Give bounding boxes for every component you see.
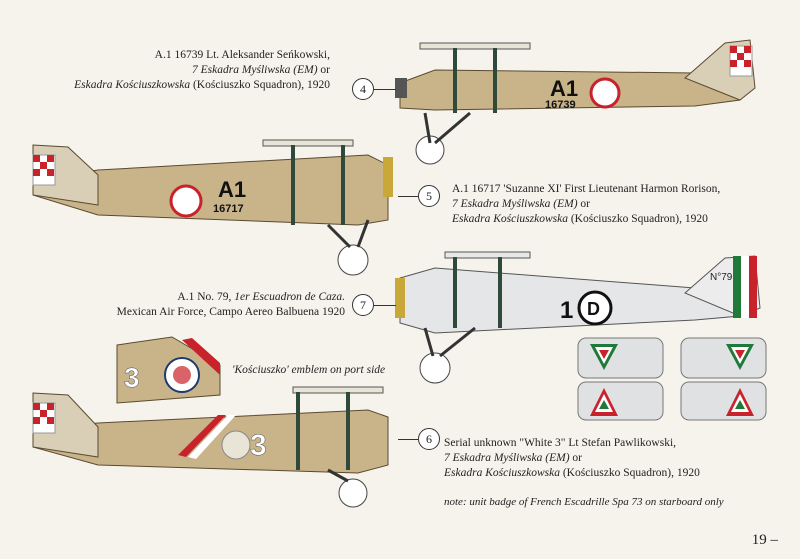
caption-6: Serial unknown "White 3" Lt Stefan Pawli… [444, 436, 784, 481]
aircraft-profile-6: 3 [32, 386, 389, 508]
profile-number-7: 7 [352, 294, 374, 316]
caption-5-line2: 7 Eskadra Myśliwska (EM) [452, 198, 578, 210]
aircraft-profile-5: A1 16717 [32, 139, 393, 276]
caption-7-line1a: A.1 No. 79, [177, 291, 235, 303]
panel-num: 3 [124, 362, 140, 393]
p7-disc: D [587, 299, 600, 319]
note: note: unit badge of French Escadrille Sp… [444, 496, 724, 508]
caption-4-line2b: or [317, 64, 330, 76]
wing-planform [577, 337, 767, 421]
page-number: 19 – [751, 532, 778, 548]
caption-6-line3b: (Kościuszko Squadron), 1920 [559, 467, 700, 479]
emblem-caption: 'Kościuszko' emblem on port side [232, 364, 386, 376]
caption-6-line3: Eskadra Kościuszkowska [444, 467, 560, 479]
caption-5-line1: A.1 16717 'Suzanne XI' First Lieutenant … [452, 183, 721, 195]
caption-5-line3b: (Kościuszko Squadron), 1920 [567, 213, 708, 225]
p7-tail: N°79 [710, 272, 733, 283]
caption-6-line2b: or [569, 452, 582, 464]
aircraft-profile-7: N°79 1 D [395, 251, 761, 384]
p5-serial: 16717 [213, 203, 244, 215]
p4-serial: 16739 [545, 99, 576, 111]
p5-code: A1 [218, 177, 246, 202]
caption-5-line3: Eskadra Kościuszkowska [452, 213, 568, 225]
caption-4: A.1 16739 Lt. Aleksander Seńkowski, 7 Es… [0, 48, 330, 93]
aircraft-profile-4: A1 16739 [395, 39, 756, 165]
caption-4-line1: A.1 16739 Lt. Aleksander Seńkowski, [154, 49, 330, 61]
caption-6-line1: Serial unknown "White 3" Lt Stefan Pawli… [444, 437, 677, 449]
caption-6-line2: 7 Eskadra Myśliwska (EM) [444, 452, 570, 464]
caption-7: A.1 No. 79, 1er Escuadron de Caza. Mexic… [15, 290, 345, 320]
caption-4-line3b: (Kościuszko Squadron), 1920 [190, 79, 330, 91]
p7-num: 1 [560, 297, 573, 324]
emblem-panel: 3 [116, 336, 221, 404]
caption-5-line2b: or [577, 198, 590, 210]
p6-num: 3 [250, 429, 267, 462]
caption-4-line3: Eskadra Kościuszkowska [74, 79, 191, 91]
caption-5: A.1 16717 'Suzanne XI' First Lieutenant … [452, 182, 782, 227]
profile-number-6: 6 [418, 428, 440, 450]
profile-number-4: 4 [352, 78, 374, 100]
caption-4-line2: 7 Eskadra Myśliwska (EM) [192, 64, 318, 76]
profile-number-5: 5 [418, 185, 440, 207]
caption-7-line2: Mexican Air Force, Campo Aereo Balbuena … [116, 306, 345, 318]
p4-code: A1 [550, 76, 578, 101]
caption-7-line1b: 1er Escuadron de Caza. [234, 291, 345, 303]
